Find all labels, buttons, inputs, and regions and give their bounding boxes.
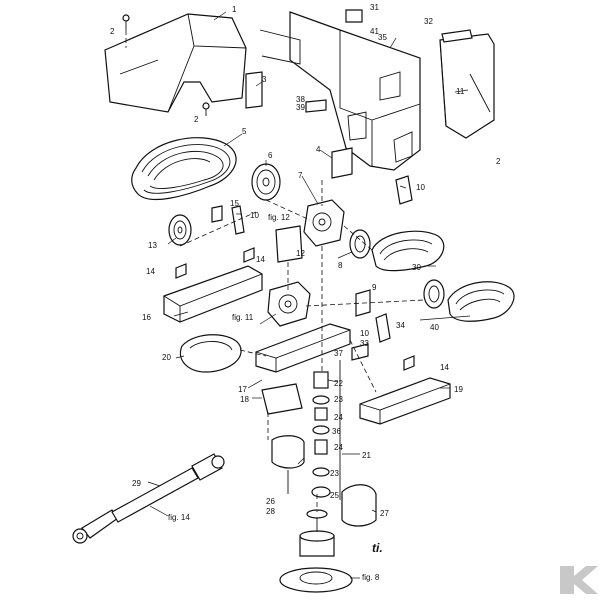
label-part-3: 3 bbox=[262, 75, 267, 84]
label-part-29: 29 bbox=[132, 479, 141, 488]
shaft-guard-left bbox=[271, 435, 305, 494]
brand-logo-mark bbox=[560, 566, 598, 594]
tensioner-bracket bbox=[375, 313, 391, 343]
label-part-17: 17 bbox=[238, 385, 247, 394]
draftsman-signature: ti. bbox=[372, 541, 383, 555]
central-beam bbox=[255, 323, 351, 373]
label-part-28: 28 bbox=[266, 507, 275, 516]
base-tray bbox=[163, 265, 263, 323]
label-part-9: 9 bbox=[372, 283, 377, 292]
label-part-39: 39 bbox=[296, 103, 305, 112]
label-part-20: 20 bbox=[162, 353, 171, 362]
bolt-set-top bbox=[122, 14, 210, 116]
label-part-38: 38 bbox=[296, 95, 305, 104]
label-part-35: 35 bbox=[378, 33, 387, 42]
label-part-33: 33 bbox=[360, 339, 369, 348]
label-fig-14: fig. 14 bbox=[168, 513, 190, 522]
small-clip bbox=[305, 99, 327, 113]
label-part-4: 4 bbox=[316, 145, 321, 154]
beam-plate bbox=[261, 383, 303, 415]
bearing-block bbox=[211, 205, 223, 223]
label-fig-8: fig. 8 bbox=[362, 573, 380, 582]
label-part-22: 22 bbox=[334, 379, 343, 388]
label-part-36: 36 bbox=[332, 427, 341, 436]
label-part-13: 13 bbox=[148, 241, 157, 250]
label-fig-12: fig. 12 bbox=[268, 213, 290, 222]
side-guard-panel bbox=[439, 33, 495, 139]
drive-shaft-stack bbox=[311, 371, 331, 498]
label-part-2-top: 2 bbox=[110, 27, 115, 36]
label-part-10-mid: 10 bbox=[250, 211, 259, 220]
pulley-left bbox=[168, 214, 192, 246]
label-part-14-mid: 14 bbox=[256, 255, 265, 264]
clip-left bbox=[175, 263, 187, 279]
label-part-26: 26 bbox=[266, 497, 275, 506]
panel-bracket bbox=[441, 29, 473, 43]
idler-bracket-mid bbox=[231, 205, 245, 235]
drive-belts bbox=[131, 137, 237, 201]
label-part-21: 21 bbox=[362, 451, 371, 460]
label-part-7: 7 bbox=[298, 171, 303, 180]
label-part-16: 16 bbox=[142, 313, 151, 322]
label-part-6: 6 bbox=[268, 151, 273, 160]
label-part-27: 27 bbox=[380, 509, 389, 518]
belt-guard-cover bbox=[104, 13, 247, 113]
oval-guard bbox=[179, 334, 242, 373]
pulley-far-right bbox=[423, 279, 445, 309]
label-part-15: 15 bbox=[230, 199, 239, 208]
label-part-32: 32 bbox=[424, 17, 433, 26]
label-part-10-upper: 10 bbox=[416, 183, 425, 192]
gearbox-lower bbox=[267, 281, 311, 327]
label-part-41: 41 bbox=[370, 27, 379, 36]
idler-bracket-upper bbox=[395, 175, 413, 205]
label-part-31: 31 bbox=[370, 3, 379, 12]
small-bracket bbox=[351, 343, 369, 361]
belts-far-right bbox=[447, 281, 515, 322]
part-labels: 1 2 2 2 3 4 5 6 7 8 9 10 10 10 11 12 fig… bbox=[110, 3, 501, 582]
label-part-14-left: 14 bbox=[146, 267, 155, 276]
alignment-lines bbox=[125, 30, 425, 512]
label-part-12: 12 bbox=[296, 249, 305, 258]
label-part-11: 11 bbox=[456, 87, 465, 96]
label-part-19: 19 bbox=[454, 385, 463, 394]
clip-mid bbox=[243, 247, 255, 263]
label-part-25: 25 bbox=[330, 491, 339, 500]
label-fig-11: fig. 11 bbox=[232, 313, 254, 322]
label-part-23-lower: 23 bbox=[330, 469, 339, 478]
label-part-1: 1 bbox=[232, 5, 237, 14]
belts-right bbox=[371, 230, 445, 272]
label-part-10-lower: 10 bbox=[360, 329, 369, 338]
label-part-24-lower: 24 bbox=[334, 443, 343, 452]
frame-mount bbox=[331, 147, 353, 179]
guard-plate bbox=[245, 71, 263, 109]
label-part-40: 40 bbox=[430, 323, 439, 332]
pulley-upper bbox=[251, 163, 281, 201]
label-part-18: 18 bbox=[240, 395, 249, 404]
top-plate bbox=[345, 9, 363, 23]
label-part-30: 30 bbox=[412, 263, 421, 272]
pto-drive-shaft bbox=[72, 453, 225, 544]
label-part-5: 5 bbox=[242, 127, 247, 136]
leader-lines bbox=[147, 11, 471, 579]
shaft-guard-right bbox=[341, 484, 377, 527]
main-frame bbox=[259, 11, 421, 171]
label-part-14-right: 14 bbox=[440, 363, 449, 372]
clip-right bbox=[403, 355, 415, 371]
label-part-2-mid: 2 bbox=[194, 115, 199, 124]
right-arm bbox=[359, 377, 451, 425]
gearbox-bracket bbox=[275, 225, 303, 263]
cutter-disc-assembly bbox=[279, 509, 353, 593]
label-part-34: 34 bbox=[396, 321, 405, 330]
label-part-2-right: 2 bbox=[496, 157, 501, 166]
gearbox-upper bbox=[303, 199, 345, 247]
label-part-37: 37 bbox=[334, 349, 343, 358]
label-part-8: 8 bbox=[338, 261, 343, 270]
label-part-23-upper: 23 bbox=[334, 395, 343, 404]
label-part-24-upper: 24 bbox=[334, 413, 343, 422]
